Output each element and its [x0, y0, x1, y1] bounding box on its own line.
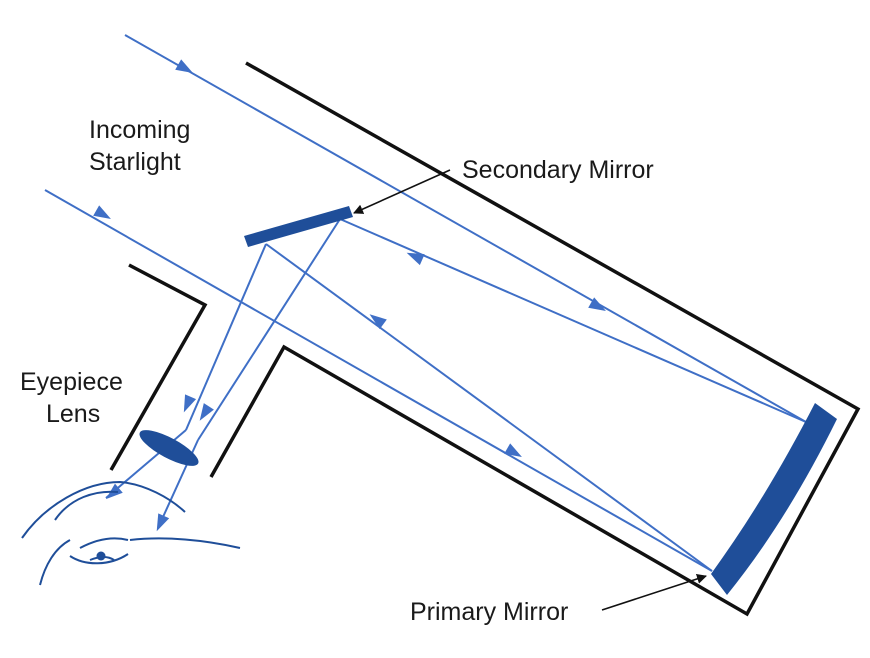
eyepiece-lens: [139, 430, 199, 466]
optics: [139, 206, 837, 595]
primary-mirror: [711, 403, 837, 595]
secondary-mirror-pointer: [353, 169, 451, 214]
arrow-icon: [504, 443, 522, 457]
secondary-mirror-label: Secondary Mirror: [462, 156, 654, 184]
ray-arrows: [93, 59, 606, 532]
telescope-tube: [109, 61, 861, 617]
eye-icon: [21, 480, 241, 586]
ray-incoming-lower: [44, 189, 713, 572]
eyepiece-tube-outline: [109, 263, 208, 471]
incoming-starlight-label-line1: Incoming: [89, 116, 191, 144]
arrow-icon: [406, 252, 425, 266]
eyepiece-lens-label-line1: Eyepiece: [20, 368, 123, 396]
arrow-icon: [93, 205, 111, 219]
arrow-icon: [156, 513, 170, 532]
primary-mirror-label: Primary Mirror: [410, 598, 569, 626]
tube-outline-main: [209, 61, 861, 617]
arrow-icon: [369, 314, 387, 330]
secondary-mirror: [244, 206, 353, 247]
ray-primary-to-secondary-upper: [339, 218, 807, 423]
ray-secondary-to-eyepiece-right: [197, 218, 341, 441]
eyepiece-lens-label-line2: Lens: [46, 400, 101, 428]
ray-secondary-to-eyepiece-left: [185, 243, 267, 431]
ray-incoming-upper: [124, 34, 807, 423]
arrow-icon: [199, 403, 214, 421]
arrow-icon: [175, 59, 193, 73]
label-pointers: [353, 169, 707, 611]
ray-primary-to-secondary-lower: [265, 243, 713, 572]
primary-mirror-pointer: [601, 574, 707, 611]
arrow-icon: [183, 394, 197, 413]
arrow-icon: [588, 297, 606, 311]
light-rays: [44, 34, 807, 572]
incoming-starlight-label-line2: Starlight: [89, 148, 181, 176]
